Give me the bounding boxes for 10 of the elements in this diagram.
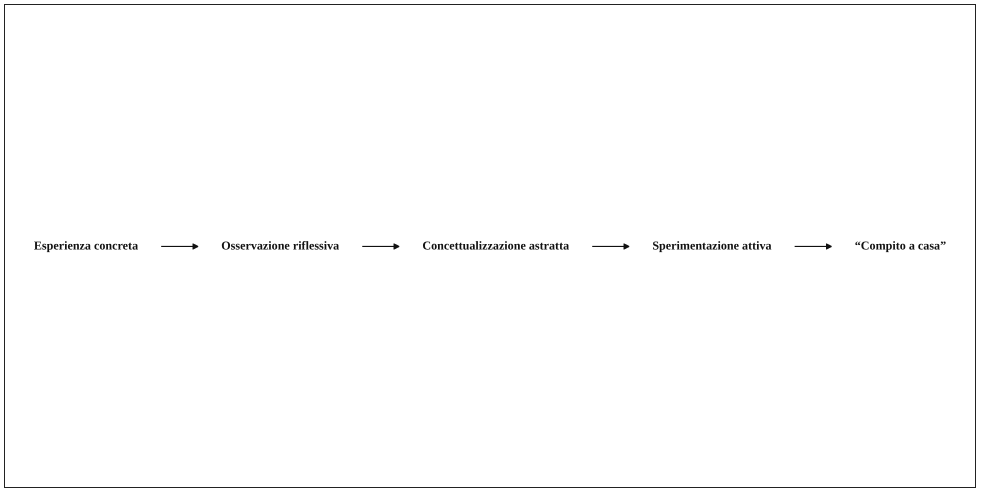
node-text: Sperimentazione attiva [652, 239, 772, 252]
node-text: Esperienza concreta [34, 239, 138, 252]
arrow [160, 242, 199, 250]
frame-border: Esperienza concreta Osservazione riflessiva Concettualizzazione astratta Sperimentazione attiva “Compito a casa” [4, 4, 976, 488]
node-text: “Compito a casa” [854, 239, 946, 252]
node-text: Osservazione riflessiva [221, 239, 340, 252]
arrow [592, 242, 630, 250]
node-text: Concettualizzazione astratta [422, 239, 570, 252]
arrow [794, 242, 832, 250]
arrow [362, 242, 400, 250]
